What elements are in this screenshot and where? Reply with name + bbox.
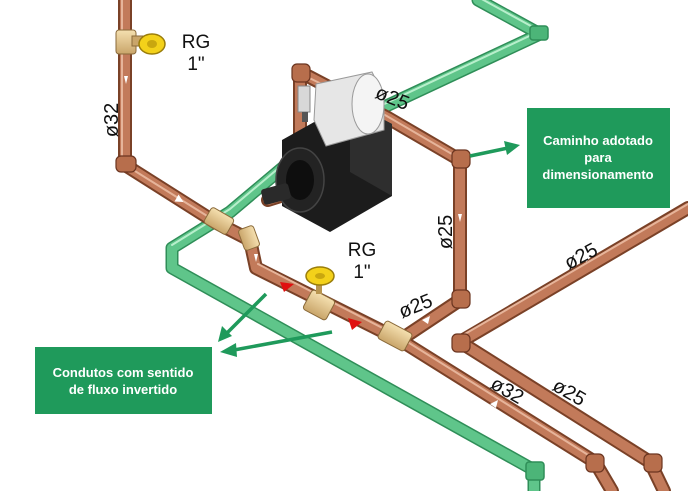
reversed-flow-arrow-icon <box>348 318 362 330</box>
flow-arrow-icon <box>584 254 592 262</box>
callout-reversed-box: Condutos com sentido de fluxo invertido <box>35 347 212 414</box>
pointer-arrowhead-icon <box>218 326 232 342</box>
valve-mid <box>302 266 336 321</box>
valve-top <box>131 33 166 55</box>
elbow-left <box>115 155 137 173</box>
brass-couplings <box>115 29 413 352</box>
callout-pointers <box>218 141 520 357</box>
valve-top-type-label: RG <box>182 32 211 53</box>
valve-top-size-label: 1" <box>187 54 204 75</box>
elbow-far-right <box>451 333 471 353</box>
reversed-flow-arrow-icon <box>280 282 294 292</box>
valve-mid-type-label: RG <box>348 240 377 261</box>
elbow-bottom-32 <box>585 453 605 473</box>
tee-fitting-upper <box>203 207 235 235</box>
callout-path-line-2: para <box>584 150 612 165</box>
pointer-arrowhead-icon <box>220 343 237 357</box>
flow-arrow-icon <box>174 194 184 202</box>
pipe-label-vertical-left: ø32 <box>101 103 123 137</box>
pointer-arrowhead-icon <box>504 141 520 155</box>
flow-arrow-icon <box>458 214 462 222</box>
elbow-pump-bottom-right <box>451 289 471 309</box>
callout-path-box: Caminho adotado para dimensionamento <box>527 108 670 208</box>
flow-arrow-icon <box>422 316 430 324</box>
bend-fitting <box>238 225 260 251</box>
copper-pipe-network <box>118 0 688 491</box>
valve-mid-size-label: 1" <box>353 262 370 283</box>
pipe-label-pump-right: ø25 <box>435 215 457 249</box>
elbow-bottom-25 <box>643 453 663 473</box>
callout-reversed-line-1: Condutos com sentido <box>53 365 194 380</box>
elbow-pump-top-right <box>451 149 471 169</box>
green-elbow-bottom <box>525 461 545 481</box>
flow-arrow-icon <box>254 254 258 262</box>
flow-arrow-icon <box>490 400 498 408</box>
callout-reversed-line-2: de fluxo invertido <box>69 382 177 397</box>
callout-path-line-3: dimensionamento <box>542 167 653 182</box>
green-elbow-top <box>529 25 549 41</box>
tee-fitting-lower <box>377 320 413 352</box>
pipe-fittings <box>115 63 663 473</box>
pump-unit <box>261 71 392 232</box>
callout-path-line-1: Caminho adotado <box>543 133 653 148</box>
valve-labels: RG 1" RG 1" <box>182 32 377 283</box>
elbow-pump-top-left <box>291 63 311 83</box>
flow-direction-arrows <box>124 76 592 408</box>
flow-arrow-icon <box>124 76 128 84</box>
